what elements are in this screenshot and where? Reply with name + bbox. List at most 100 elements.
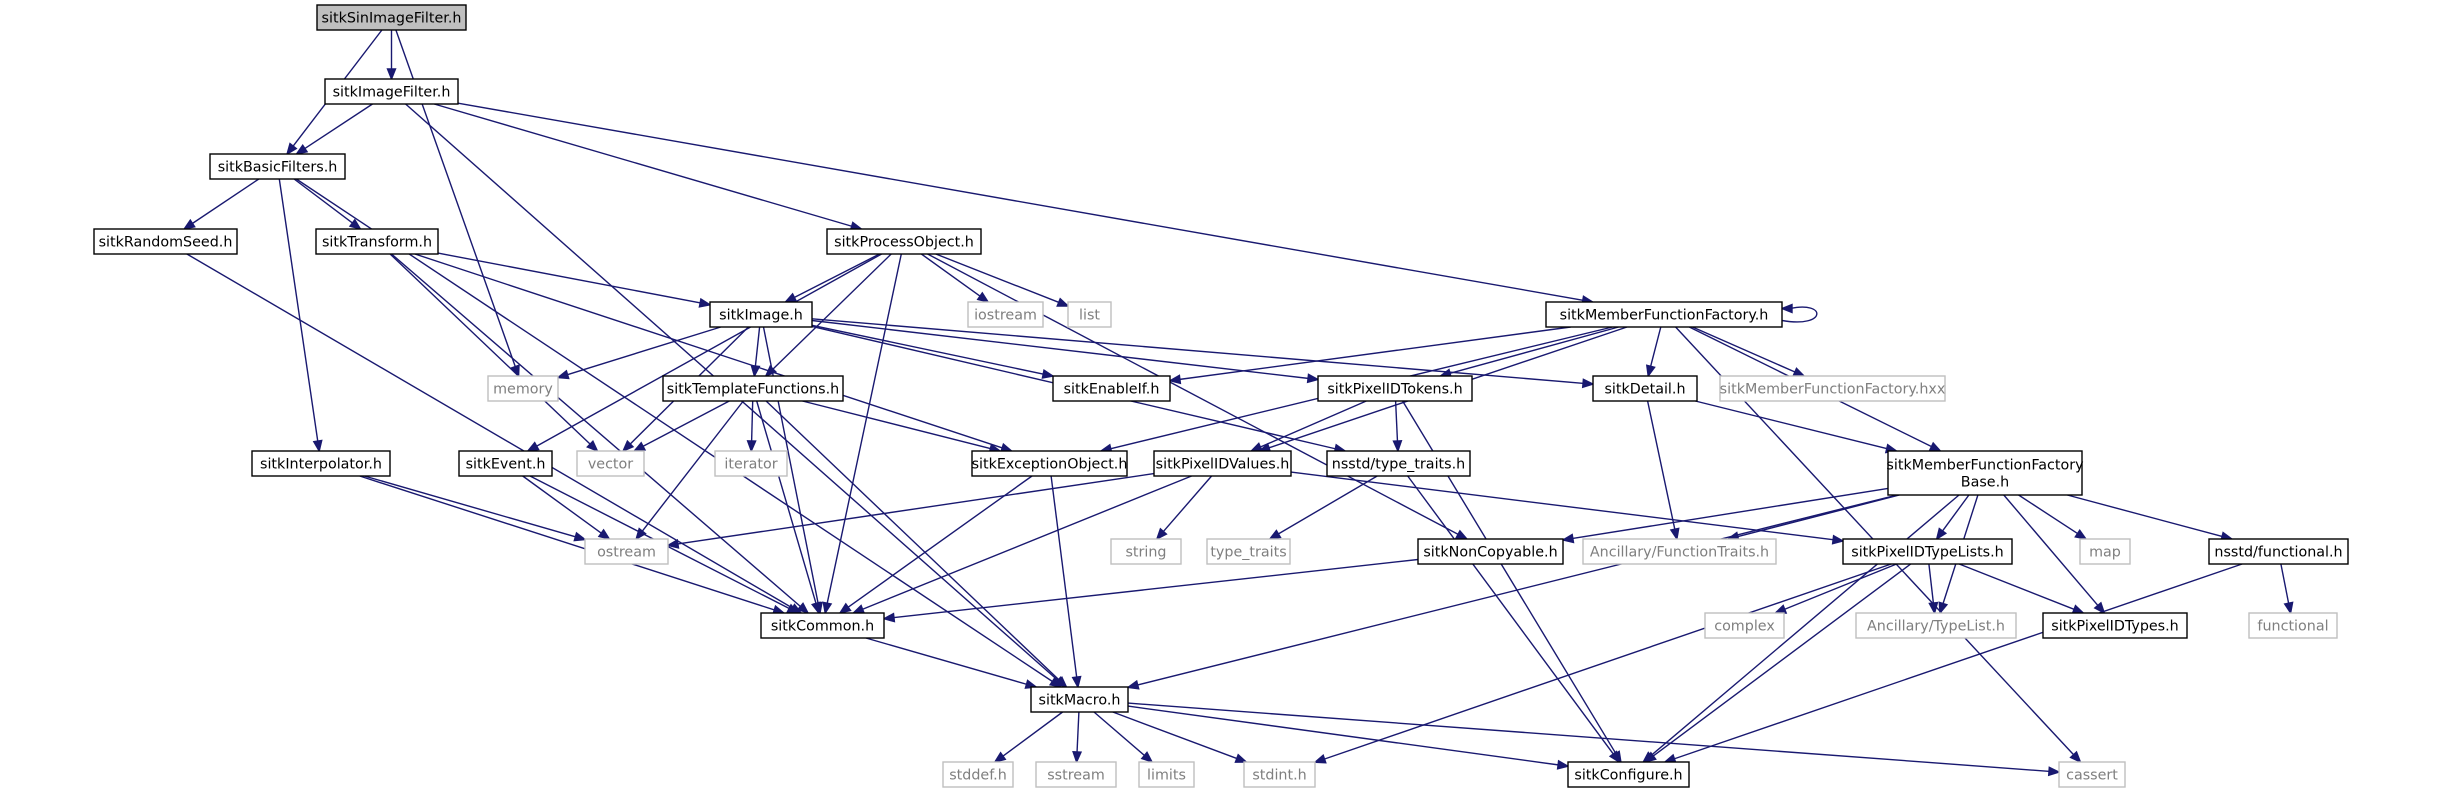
node-randomseed[interactable]: sitkRandomSeed.h	[93, 228, 238, 255]
node-pixelidtypelists[interactable]: sitkPixelIDTypeLists.h	[1842, 538, 2013, 565]
node-pixelidtypes[interactable]: sitkPixelIDTypes.h	[2042, 612, 2188, 639]
edge-mff-to-enableif	[1168, 326, 1571, 385]
node-functiontraits: Ancillary/FunctionTraits.h	[1582, 538, 1777, 565]
node-label: complex	[1714, 619, 1775, 635]
node-vector: vector	[576, 450, 645, 477]
node-image[interactable]: sitkImage.h	[709, 301, 813, 328]
node-pixelidvalues[interactable]: sitkPixelIDValues.h	[1153, 450, 1292, 477]
node-label: sitkCommon.h	[771, 619, 874, 635]
node-limits: limits	[1138, 761, 1195, 788]
node-map: map	[2079, 538, 2131, 565]
edge-image-to-enableif	[811, 324, 1055, 379]
node-label: ostream	[597, 545, 656, 561]
header-nodes: sitkSinImageFilter.h sitkImageFilter.h sit…	[93, 4, 2349, 788]
node-label: sitkConfigure.h	[1574, 768, 1682, 784]
node-label: sitkSinImageFilter.h	[322, 11, 462, 27]
node-noncopyable[interactable]: sitkNonCopyable.h	[1417, 538, 1564, 565]
edge-noncopyable-to-common	[882, 558, 1419, 623]
edge-detail-to-functiontraits	[1646, 400, 1680, 541]
edge-processobject-to-image	[783, 253, 880, 303]
node-label: cassert	[2066, 768, 2118, 784]
edge-transform-to-image	[437, 252, 712, 308]
node-functional: functional	[2248, 612, 2338, 639]
edge-mffbase-to-functiontraits	[1726, 494, 1900, 542]
node-imagefilter[interactable]: sitkImageFilter.h	[324, 78, 459, 105]
node-label: sitkImageFilter.h	[333, 85, 451, 101]
node-label: sitkProcessObject.h	[834, 235, 974, 251]
node-event[interactable]: sitkEvent.h	[458, 450, 553, 477]
node-exceptionobject[interactable]: sitkExceptionObject.h	[971, 450, 1128, 477]
node-label: memory	[493, 382, 553, 398]
edge-nsstdtypetraits-to-typetraits	[1268, 475, 1378, 540]
node-processobject[interactable]: sitkProcessObject.h	[826, 228, 982, 255]
node-common[interactable]: sitkCommon.h	[760, 612, 885, 639]
node-ostream: ostream	[584, 538, 669, 565]
edge-detail-to-mffbase	[1695, 400, 1899, 454]
edge-basicfilters-to-macro	[295, 178, 1063, 689]
node-label: sitkEnableIf.h	[1064, 382, 1160, 398]
edge-pixelidtypelists-to-typelist	[1928, 563, 1939, 615]
node-enableif[interactable]: sitkEnableIf.h	[1052, 375, 1171, 402]
node-label: sitkTemplateFunctions.h	[667, 382, 839, 398]
edge-imagefilter-to-mff	[457, 102, 1595, 306]
node-label: sitkInterpolator.h	[260, 457, 382, 473]
node-nsstdfunctional[interactable]: nsstd/functional.h	[2208, 538, 2349, 565]
edge-processobject-to-event	[526, 253, 882, 452]
node-label: sitkPixelIDTokens.h	[1327, 382, 1462, 398]
edge-pixelidtokens-to-pixelidvalues	[1249, 400, 1367, 452]
node-root[interactable]: sitkSinImageFilter.h	[316, 4, 467, 31]
node-interpolator[interactable]: sitkInterpolator.h	[251, 450, 391, 477]
node-stddef: stddef.h	[942, 761, 1014, 788]
node-label: iterator	[724, 457, 777, 473]
edge-processobject-to-templatefunctions	[764, 253, 892, 378]
edge-image-to-memory	[556, 326, 722, 380]
edge-exceptionobject-to-common	[838, 475, 1033, 615]
node-iostream: iostream	[967, 301, 1044, 328]
edge-templatefunctions-to-macro	[765, 400, 1068, 689]
edge-basicfilters-to-transform	[293, 178, 362, 231]
edge-exceptionobject-to-macro	[1050, 475, 1082, 689]
edge-common-to-macro	[865, 637, 1038, 689]
edge-mff-to-mff	[1780, 303, 1818, 323]
edge-basicfilters-to-randomseed	[182, 178, 260, 231]
node-transform[interactable]: sitkTransform.h	[315, 228, 439, 255]
edge-imagefilter-to-processobject	[434, 103, 864, 231]
node-label: sitkPixelIDTypes.h	[2051, 619, 2179, 635]
node-label: functional	[2257, 619, 2328, 635]
edge-macro-to-configure	[1127, 705, 1570, 770]
node-templatefunctions[interactable]: sitkTemplateFunctions.h	[662, 375, 844, 402]
node-macro[interactable]: sitkMacro.h	[1030, 686, 1129, 713]
node-label: sitkPixelIDTypeLists.h	[1851, 545, 2003, 561]
node-label: sstream	[1047, 768, 1105, 784]
node-memory: memory	[487, 375, 559, 402]
edge-mff-to-pixelidtokens	[1438, 326, 1619, 379]
edge-mffbase-to-pixelidtypelists	[1935, 494, 1970, 541]
edge-templatefunctions-to-common	[756, 400, 821, 615]
node-label: sitkRandomSeed.h	[99, 235, 233, 251]
node-label: stddef.h	[949, 768, 1007, 784]
node-mff[interactable]: sitkMemberFunctionFactory.h	[1545, 301, 1783, 328]
node-pixelidtokens[interactable]: sitkPixelIDTokens.h	[1317, 375, 1473, 402]
node-configure[interactable]: sitkConfigure.h	[1567, 761, 1690, 788]
node-label: limits	[1147, 768, 1186, 784]
node-label: sitkMacro.h	[1039, 693, 1121, 709]
node-detail[interactable]: sitkDetail.h	[1592, 375, 1698, 402]
node-label: sitkTransform.h	[322, 235, 432, 251]
edge-nsstdtypetraits-to-configure	[1407, 475, 1621, 764]
node-label: sitkMemberFunctionFactory.hxx	[1720, 382, 1946, 398]
edge-pixelidtypelists-to-configure	[1643, 563, 1912, 764]
node-nsstdtypetraits[interactable]: nsstd/type_traits.h	[1326, 450, 1471, 477]
node-sstream: sstream	[1035, 761, 1117, 788]
node-mffhxx: sitkMemberFunctionFactory.hxx	[1719, 375, 1946, 402]
edge-pixelidtypelists-to-pixelidtypes	[1958, 563, 2086, 614]
node-basicfilters[interactable]: sitkBasicFilters.h	[209, 153, 346, 180]
node-iterator: iterator	[714, 450, 788, 477]
node-label: sitkPixelIDValues.h	[1156, 457, 1290, 473]
node-stdint: stdint.h	[1243, 761, 1316, 788]
edge-root-to-imagefilter	[386, 30, 397, 81]
edge-image-to-templatefunctions	[750, 326, 761, 378]
node-label: list	[1079, 308, 1100, 324]
node-label: type_traits	[1210, 545, 1286, 561]
